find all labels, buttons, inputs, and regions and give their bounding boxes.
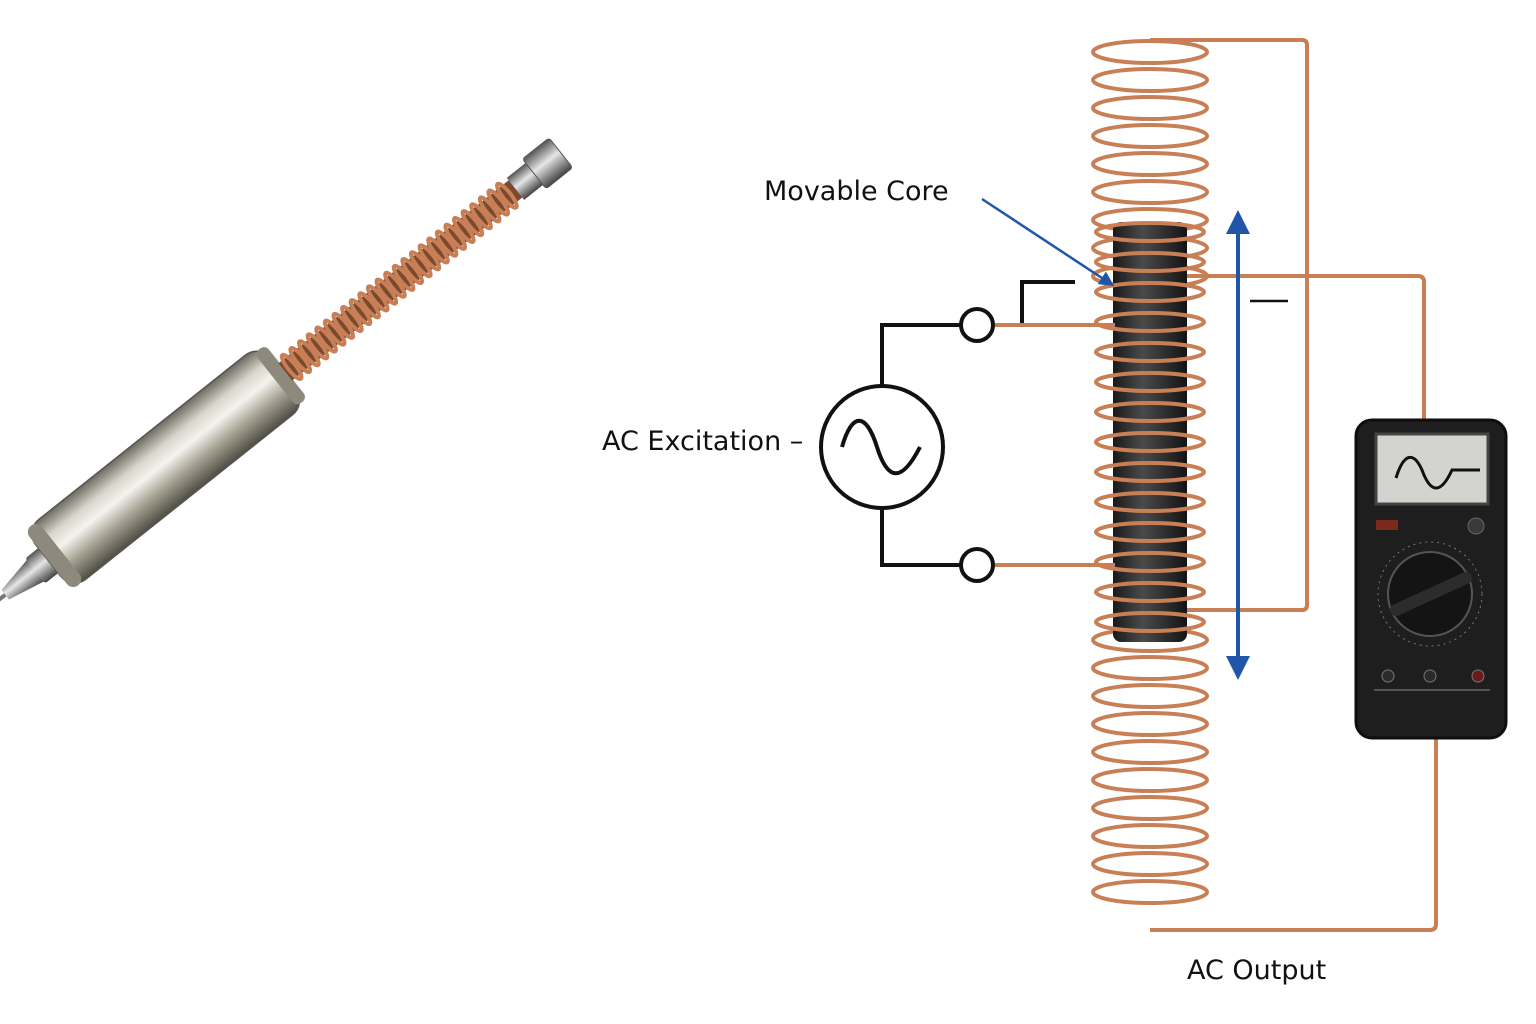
- movable-core-pointer: [981, 197, 1115, 287]
- spring-loop: [288, 346, 313, 375]
- coil-loop-front: [1094, 311, 1206, 333]
- output-wiring: [1150, 38, 1438, 932]
- movable-core-label: Movable Core: [764, 176, 949, 207]
- coil-loop: [1091, 823, 1209, 849]
- coil-loop: [1091, 851, 1209, 877]
- coil-loop-front: [1094, 281, 1206, 303]
- spring-loop: [469, 202, 493, 231]
- excitation-leads: [993, 323, 1115, 567]
- coil-loop: [1091, 739, 1209, 765]
- coil-loop-front: [1094, 251, 1206, 273]
- spring-loop: [495, 181, 519, 210]
- spring-loop: [383, 270, 407, 299]
- coil-loop: [1091, 879, 1209, 905]
- spring-loop: [391, 263, 416, 292]
- probe-collar: [26, 546, 61, 583]
- spring-loop: [460, 209, 485, 238]
- spring-loop: [365, 284, 390, 313]
- spring-loop: [417, 243, 442, 272]
- ac-output-label: AC Output: [1187, 955, 1327, 986]
- coil-loop: [1091, 123, 1209, 149]
- coil-loop: [1091, 795, 1209, 821]
- spring-loop: [348, 298, 373, 327]
- spring-loop: [434, 229, 459, 258]
- coil-loop-front: [1094, 341, 1206, 363]
- coil-loop-front: [1094, 611, 1206, 633]
- spring-loop: [331, 311, 356, 340]
- coil-loop: [1091, 151, 1209, 177]
- sine-wave-source-icon: [819, 384, 945, 510]
- coil-loop-front: [1094, 371, 1206, 393]
- coil-loop: [1091, 767, 1209, 793]
- sensor-spring-coil: [279, 181, 519, 381]
- spring-loop: [408, 250, 433, 279]
- spring-loop: [426, 236, 450, 265]
- coil-loop: [1091, 95, 1209, 121]
- coil-loop-front: [1094, 551, 1206, 573]
- coil-loop: [1091, 179, 1209, 205]
- coil-loop-front: [1094, 461, 1206, 483]
- sensor-body: [31, 350, 301, 584]
- spring-loop: [314, 325, 338, 354]
- coil-loop: [1091, 683, 1209, 709]
- coil-loop-front: [1094, 521, 1206, 543]
- terminal-bottom: [959, 547, 995, 583]
- coil-loop-front: [1094, 431, 1206, 453]
- spring-loop: [297, 339, 321, 368]
- spring-loop: [322, 318, 347, 347]
- spring-loop: [443, 222, 468, 251]
- spring-loop: [374, 277, 399, 306]
- coil-winding: [1091, 39, 1209, 905]
- coil-loop: [1091, 67, 1209, 93]
- coil-loop: [1091, 39, 1209, 65]
- spring-loop: [279, 352, 304, 381]
- multimeter-icon: [1354, 418, 1508, 740]
- spring-loop: [357, 291, 381, 320]
- lvdt-sensor-illustration: [0, 138, 572, 625]
- coil-loop-front: [1094, 221, 1206, 243]
- coil-loop: [1091, 655, 1209, 681]
- sensor-connector: [506, 161, 545, 200]
- coil-loop-front: [1094, 581, 1206, 603]
- spring-loop: [486, 188, 511, 217]
- coil-loop: [1091, 711, 1209, 737]
- terminal-top: [959, 307, 995, 343]
- spring-loop: [451, 215, 476, 244]
- coil-winding-front: [1094, 221, 1206, 633]
- coil-loop-front: [1094, 491, 1206, 513]
- spring-loop: [340, 304, 364, 333]
- spring-loop: [305, 332, 330, 361]
- coil-loop-front: [1094, 401, 1206, 423]
- spring-loop: [477, 195, 502, 224]
- ac-excitation-label: AC Excitation –: [602, 426, 804, 457]
- spring-loop: [400, 257, 425, 286]
- excitation-wiring: [880, 280, 1075, 567]
